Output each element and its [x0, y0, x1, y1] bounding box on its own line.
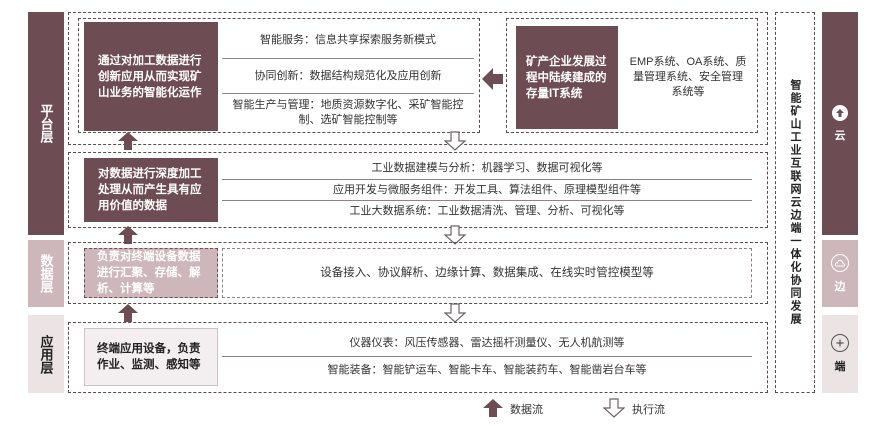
layer-tab-label: 应用层	[38, 334, 54, 374]
processing-box: 对数据进行深度加工处理从而产生具有应用价值的数据	[84, 158, 218, 222]
layer-tab-platform: 平台层	[28, 12, 64, 235]
layer-tab-application: 应用层	[28, 315, 64, 393]
cloud-tab-label: 云	[834, 129, 846, 142]
cloud-tab: 云	[822, 12, 858, 235]
cloud-upload-icon	[832, 104, 848, 121]
cloud-outline-icon	[831, 253, 849, 272]
instruments-row: 仪器仪表：风压传感器、雷达摇杆测量仪、无人机航测等	[222, 330, 752, 356]
divider	[222, 356, 752, 357]
data-layer-box-text: 负责对终端设备数据进行汇聚、存储、解析、计算等	[97, 251, 201, 295]
data-layer-content: 设备接入、协议解析、边缘计算、数据集成、在线实时管控模型等	[222, 248, 752, 298]
legend-data-flow-icon	[482, 398, 504, 418]
processing-box-text: 对数据进行深度加工处理从而产生具有应用价值的数据	[98, 168, 202, 212]
divider	[222, 200, 752, 201]
modeling-row: 工业数据建模与分析：机器学习、数据可视化等	[222, 158, 752, 179]
platform-top-container	[68, 12, 768, 145]
service-row: 智能服务：信息共享探索服务新模式	[222, 22, 474, 58]
modeling-row-text: 工业数据建模与分析：机器学习、数据可视化等	[371, 162, 603, 174]
app-layer-container	[68, 322, 768, 393]
instruments-row-text: 仪器仪表：风压传感器、雷达摇杆测量仪、无人机航测等	[349, 336, 625, 349]
equipment-row: 智能装备：智能铲运车、智能卡车、智能装药车、智能凿岩台车等	[222, 357, 752, 384]
divider	[222, 93, 474, 94]
bigdata-row: 工业大数据系统：工业数据清洗、管理、分析、可视化等	[222, 201, 752, 222]
bigdata-row-text: 工业大数据系统：工业数据清洗、管理、分析、可视化等	[349, 205, 625, 217]
layer-tab-label: 数据层	[38, 254, 54, 293]
legacy-box: 矿产企业发展过程中陆续建成的存量IT系统	[516, 26, 618, 129]
edge-tab: 边	[822, 240, 858, 307]
collaboration-row: 协同创新：数据结构规范化及应用创新	[222, 59, 474, 93]
data-flow-arrow	[117, 303, 139, 323]
exec-flow-arrow	[444, 303, 466, 323]
production-row: 智能生产与管理：地质资源数字化、采矿智能控制、选矿智能控制等	[222, 94, 474, 131]
legend-data-flow-label: 数据流	[510, 404, 543, 416]
legacy-systems: EMP系统、OA系统、质量管理系统、安全管理系统等	[622, 26, 754, 129]
legend-exec-flow-label: 执行流	[632, 404, 665, 416]
app-layer-box-text: 终端应用设备，负责作业、监测、感知等	[97, 343, 201, 371]
data-layer-box: 负责对终端设备数据进行汇聚、存储、解析、计算等	[84, 248, 218, 298]
exec-flow-arrow	[444, 225, 466, 245]
legacy-box-text: 矿产企业发展过程中陆续建成的存量IT系统	[526, 55, 607, 100]
layer-tab-label: 平台层	[38, 104, 54, 143]
innovation-box-text: 通过对加工数据进行创新应用从而实现矿山业务的智能化运作	[98, 54, 202, 99]
service-row-text: 智能服务：信息共享探索服务新模式	[260, 33, 436, 46]
data-flow-arrow	[117, 225, 139, 245]
legacy-systems-text: EMP系统、OA系统、质量管理系统、安全管理系统等	[629, 56, 747, 98]
plus-circle-icon	[831, 334, 849, 352]
divider	[222, 179, 752, 180]
production-row-text: 智能生产与管理：地质资源数字化、采矿智能控制、选矿智能控制等	[232, 98, 464, 126]
dev-row: 应用开发与微服务组件：开发工具、算法组件、原理模型组件等	[222, 180, 752, 200]
app-layer-box: 终端应用设备，负责作业、监测、感知等	[84, 328, 218, 386]
side-title-text: 智能矿山工业互联网云边端一体化协同发展	[789, 79, 801, 326]
exec-flow-arrow	[444, 131, 466, 151]
layer-tab-data: 数据层	[28, 240, 64, 307]
innovation-box: 通过对加工数据进行创新应用从而实现矿山业务的智能化运作	[84, 22, 218, 131]
data-layer-container	[68, 242, 768, 304]
collaboration-row-text: 协同创新：数据结构规范化及应用创新	[254, 69, 442, 82]
legacy-group	[506, 18, 758, 133]
data-layer-content-text: 设备接入、协议解析、边缘计算、数据集成、在线实时管控模型等	[320, 266, 654, 279]
legacy-to-innovation-arrow	[482, 66, 504, 92]
divider	[222, 58, 474, 59]
side-title: 智能矿山工业互联网云边端一体化协同发展	[775, 12, 815, 393]
equipment-row-text: 智能装备：智能铲运车、智能卡车、智能装药车、智能凿岩台车等	[327, 364, 647, 376]
data-flow-arrow	[117, 131, 139, 151]
edge-tab-label: 边	[834, 280, 846, 293]
innovation-group	[78, 18, 480, 133]
end-tab-label: 端	[834, 361, 846, 373]
legend-exec-flow-icon	[603, 398, 625, 418]
platform-bottom-container	[68, 152, 768, 228]
dev-row-text: 应用开发与微服务组件：开发工具、算法组件、原理模型组件等	[333, 183, 641, 196]
end-tab: 端	[822, 315, 858, 393]
